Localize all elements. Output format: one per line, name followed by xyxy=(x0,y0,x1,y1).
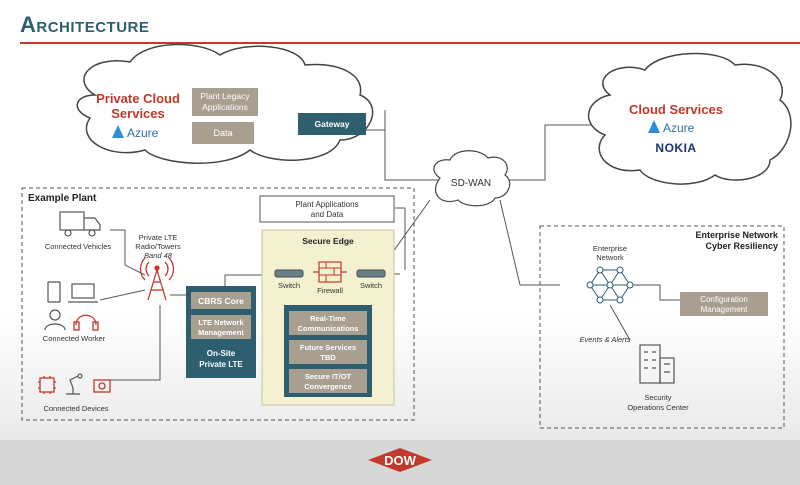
lte-label-1: Private LTE xyxy=(139,233,178,242)
private-azure-label: Azure xyxy=(127,126,159,140)
realtime-box xyxy=(289,311,367,335)
private-cloud-title-2: Services xyxy=(111,106,165,121)
worker-label: Connected Worker xyxy=(43,334,106,343)
plant-boundary xyxy=(21,187,415,421)
worker-line xyxy=(99,289,146,301)
apps-to-switch-line xyxy=(395,207,406,270)
truck-icon xyxy=(59,211,101,237)
realtime-label-1: Real-Time xyxy=(310,314,346,323)
cbrs-core-box xyxy=(191,292,251,309)
plant-apps-box xyxy=(259,195,395,223)
gateway-to-sdwan-line xyxy=(365,110,440,181)
lte-label-2: Radio/Towers xyxy=(135,242,181,251)
dow-logo: DOW xyxy=(368,448,432,472)
vehicles-label: Connected Vehicles xyxy=(45,242,112,251)
switch-icon-left xyxy=(274,269,304,278)
azure-icon xyxy=(648,120,660,133)
person-icon xyxy=(44,309,66,331)
network-mesh-icon xyxy=(586,266,634,304)
convergence-label-2: Convergence xyxy=(304,382,352,391)
tablet-icon xyxy=(47,281,61,303)
config-mgmt-label-1: Configuration xyxy=(700,295,748,304)
sdwan-to-cloud-line xyxy=(505,124,600,181)
enterprise-network-label-1: Enterprise xyxy=(593,244,627,253)
headset-icon xyxy=(73,314,99,331)
plant-title: Example Plant xyxy=(28,193,97,204)
network-to-soc-line xyxy=(609,304,631,341)
cloud-services-title: Cloud Services xyxy=(629,102,723,117)
lte-mgmt-box xyxy=(191,315,251,339)
switch-icon-right xyxy=(356,269,386,278)
enterprise-boundary xyxy=(539,225,785,429)
data-label: Data xyxy=(213,128,232,138)
gateway-label: Gateway xyxy=(315,119,350,129)
lte-mgmt-label-2: Management xyxy=(198,328,244,337)
devices-line xyxy=(110,305,161,381)
enterprise-network-label-2: Network xyxy=(596,253,624,262)
dow-logo-text: DOW xyxy=(384,453,417,468)
gateway-box xyxy=(298,113,366,135)
lte-label-3: Band 48 xyxy=(144,251,173,260)
cloud-azure-label: Azure xyxy=(663,121,695,135)
legacy-apps-label-1: Plant Legacy xyxy=(200,91,250,101)
lte-mgmt-label-1: LTE Network xyxy=(198,318,244,327)
realtime-label-2: Communications xyxy=(298,324,359,333)
switch-left-label: Switch xyxy=(278,281,300,290)
soc-label-1: Security xyxy=(644,393,671,402)
data-box xyxy=(192,122,254,144)
switch-right-label: Switch xyxy=(360,281,382,290)
vehicles-line xyxy=(110,229,146,276)
enterprise-title-2: Cyber Resiliency xyxy=(705,241,778,251)
camera-icon xyxy=(93,379,111,393)
config-mgmt-label-2: Management xyxy=(701,305,748,314)
legacy-apps-label-2: Applications xyxy=(202,102,248,112)
events-alerts-label: Events & Alerts xyxy=(580,335,631,344)
onsite-label-2: Private LTE xyxy=(199,360,243,369)
chip-icon xyxy=(38,376,56,394)
sdwan-to-enterprise-line xyxy=(499,199,560,286)
cbrs-core-label: CBRS Core xyxy=(198,296,244,306)
network-to-config-line xyxy=(630,284,680,301)
sdwan-cloud: SD-WAN xyxy=(433,150,511,207)
future-label-1: Future Services xyxy=(300,343,356,352)
firewall-label: Firewall xyxy=(317,286,343,295)
nokia-logo: NOKIA xyxy=(655,141,696,155)
convergence-label-1: Secure IT/OT xyxy=(305,372,352,381)
cloud-services-shape xyxy=(587,52,792,185)
plant-apps-label-1: Plant Applications xyxy=(295,200,358,209)
sdwan-shape xyxy=(433,150,511,207)
plant-apps-label-2: and Data xyxy=(311,210,344,219)
convergence-box xyxy=(289,369,367,393)
legacy-apps-box xyxy=(192,88,258,116)
config-mgmt-box xyxy=(680,292,768,316)
sdwan-label: SD-WAN xyxy=(451,178,491,189)
onsite-label-1: On-Site xyxy=(207,349,236,358)
future-label-2: TBD xyxy=(320,353,336,362)
soc-label-2: Operations Center xyxy=(627,403,689,412)
secure-edge-label: Secure Edge xyxy=(302,236,354,246)
enterprise-network: Enterprise Network Cyber Resiliency Ente… xyxy=(539,225,785,429)
robot-arm-icon xyxy=(66,373,83,395)
enterprise-title-1: Enterprise Network xyxy=(695,230,779,240)
slide-title: Architecture xyxy=(20,12,150,37)
private-cloud: Private Cloud Services Azure Plant Legac… xyxy=(76,43,374,164)
building-icon xyxy=(639,344,675,384)
example-plant: Example Plant Connected Vehicles Private… xyxy=(21,187,415,421)
private-cloud-title-1: Private Cloud xyxy=(96,91,180,106)
title-divider xyxy=(20,42,800,44)
firewall-icon xyxy=(313,261,347,283)
future-box xyxy=(289,340,367,364)
azure-icon xyxy=(112,125,124,138)
cloud-services: Cloud Services Azure NOKIA xyxy=(587,52,792,185)
background-shade xyxy=(0,315,800,440)
radio-tower-icon xyxy=(139,257,175,301)
dow-diamond xyxy=(368,448,432,472)
laptop-icon xyxy=(68,283,98,303)
devices-label: Connected Devices xyxy=(43,404,108,413)
